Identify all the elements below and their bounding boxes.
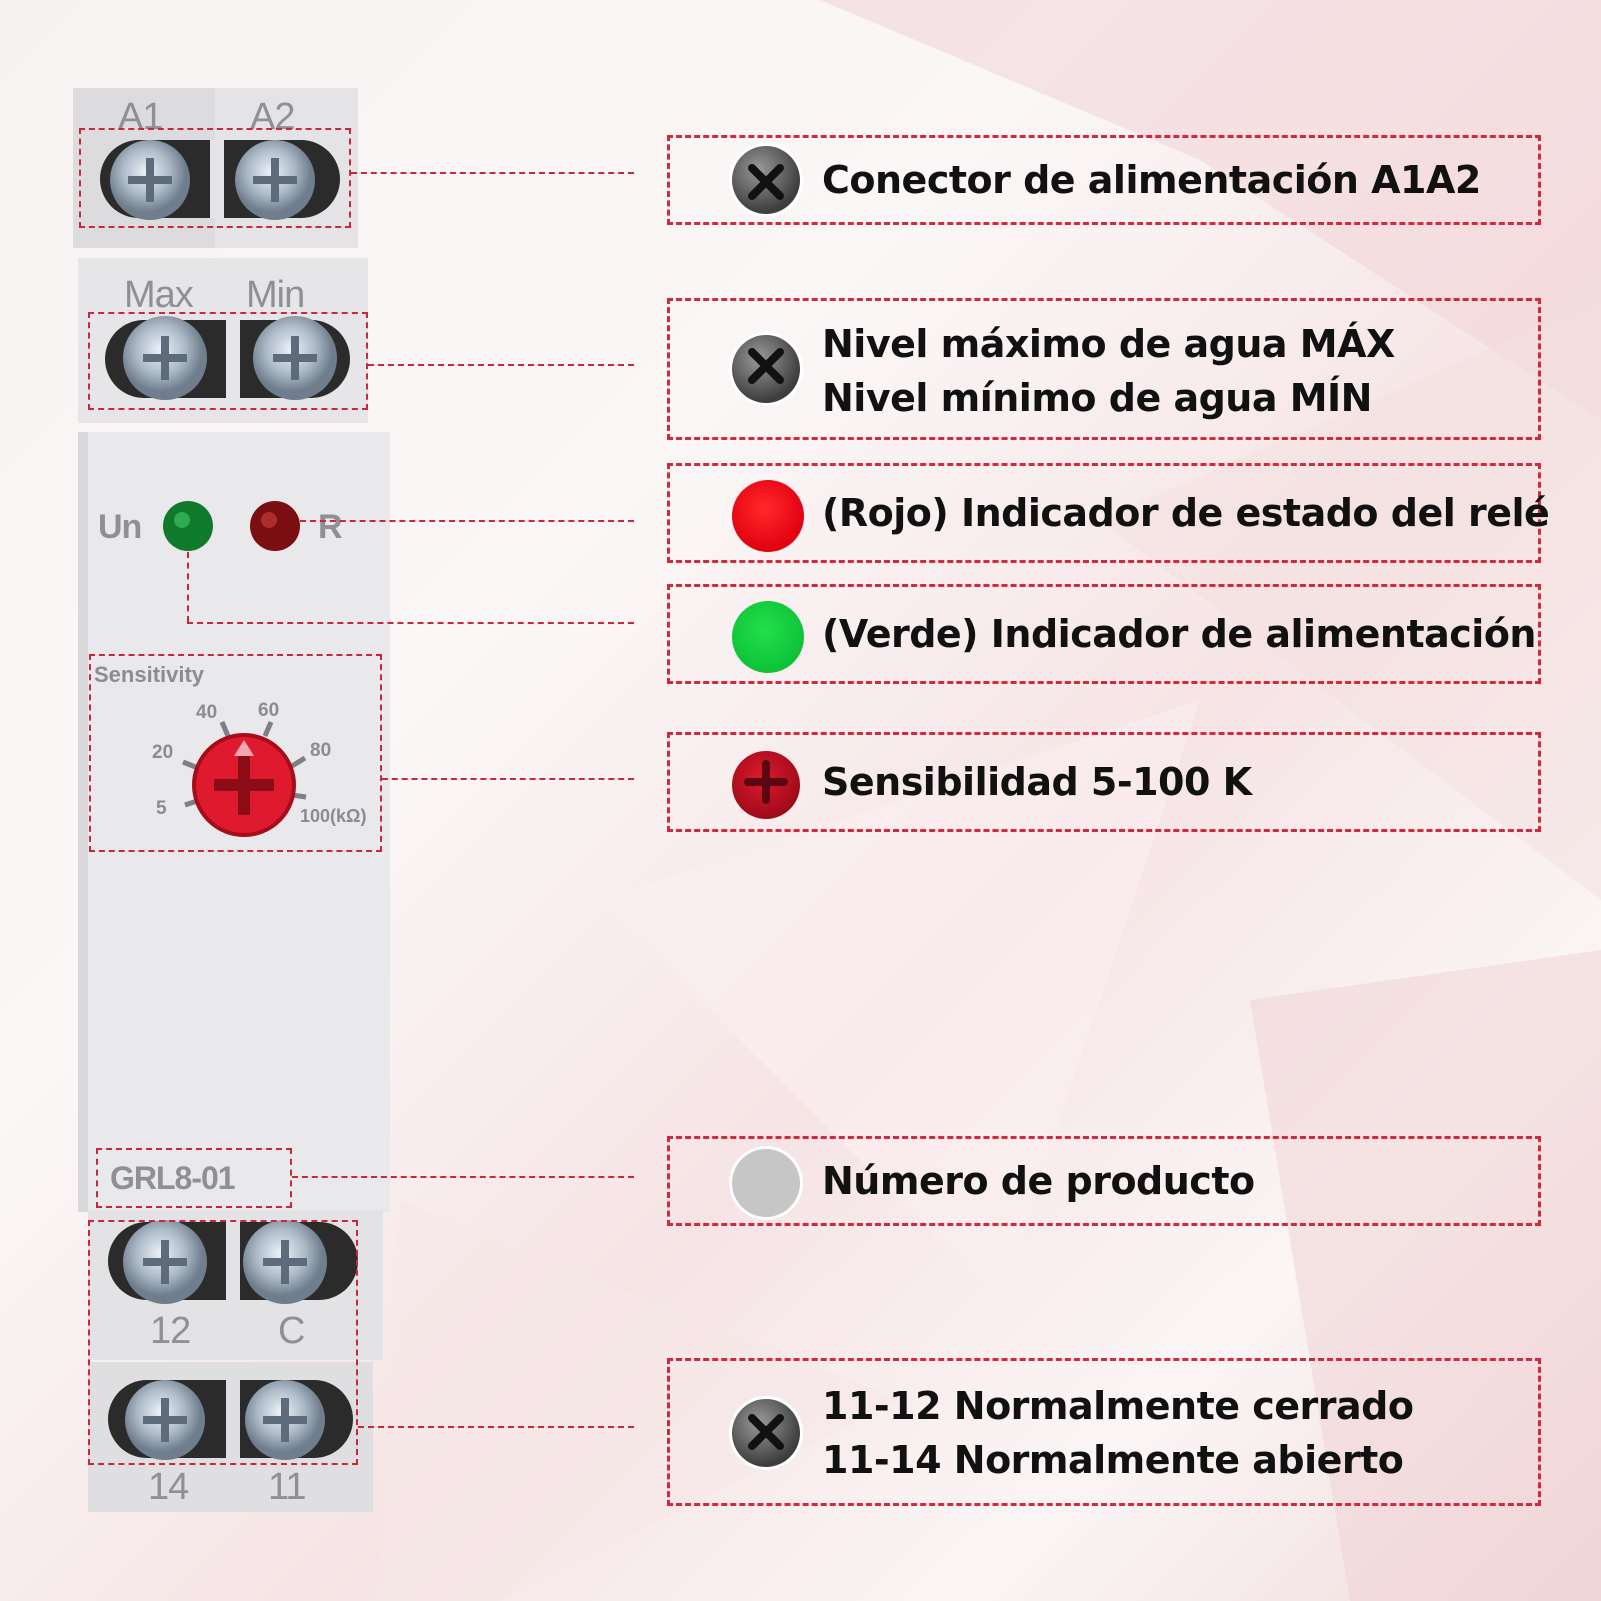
callout-text-line1: 11-12 Normalmente cerrado xyxy=(822,1384,1414,1428)
dial-tick-20: 20 xyxy=(152,742,174,763)
sensitivity-label: Sensitivity xyxy=(94,662,205,687)
dial-tick-40: 40 xyxy=(196,702,218,723)
leader-line-green-led xyxy=(187,622,634,624)
screw-icon xyxy=(732,1399,800,1467)
screw-14-icon[interactable] xyxy=(125,1380,205,1460)
leader-line-red-led xyxy=(300,520,634,522)
callout-text-line1: Nivel máximo de agua MÁX xyxy=(822,322,1395,366)
callout-text: Conector de alimentación A1A2 xyxy=(822,158,1481,202)
callout-text-line2: Nivel mínimo de agua MÍN xyxy=(822,376,1372,420)
dial-tick-100: 100(kΩ) xyxy=(300,806,367,826)
callout-power-connector: Conector de alimentación A1A2 xyxy=(667,135,1541,225)
callout-text: Sensibilidad 5-100 K xyxy=(822,760,1252,804)
callout-output-contacts: 11-12 Normalmente cerrado 11-14 Normalme… xyxy=(667,1358,1541,1506)
dial-tick-5: 5 xyxy=(156,798,167,819)
callout-power-indicator: (Verde) Indicador de alimentación xyxy=(667,584,1541,684)
screw-max-icon[interactable] xyxy=(123,316,207,400)
terminal-label-c: C xyxy=(278,1310,305,1352)
leader-line-sensitivity xyxy=(382,778,634,780)
model-number: GRL8-01 xyxy=(110,1160,236,1196)
callout-relay-status: (Rojo) Indicador de estado del relé xyxy=(667,463,1550,563)
highlight-output-terminals xyxy=(88,1220,358,1465)
callout-text: (Rojo) Indicador de estado del relé xyxy=(822,491,1550,535)
relay-device: A1 A2 Max Min Un R Sensitivity 5 20 40 6… xyxy=(0,0,420,1601)
knob-icon xyxy=(732,751,800,819)
dial-tick-60: 60 xyxy=(258,700,280,721)
terminal-label-14: 14 xyxy=(148,1466,189,1508)
callout-text-line2: 11-14 Normalmente abierto xyxy=(822,1438,1404,1482)
led-label-un: Un xyxy=(98,508,142,546)
screw-12-icon[interactable] xyxy=(123,1220,207,1304)
terminal-label-a2: A2 xyxy=(250,96,295,138)
callout-sensitivity: Sensibilidad 5-100 K xyxy=(667,732,1541,832)
screw-a1-icon[interactable] xyxy=(110,140,190,220)
terminal-screws xyxy=(110,140,337,1460)
red-led-icon xyxy=(732,480,804,552)
green-led-icon xyxy=(163,501,213,551)
highlight-model xyxy=(96,1148,292,1208)
dial-tick-80: 80 xyxy=(310,740,332,761)
callout-water-level: Nivel máximo de agua MÁX Nivel mínimo de… xyxy=(667,298,1541,440)
terminal-label-max: Max xyxy=(124,274,194,316)
green-led-icon xyxy=(732,601,804,673)
leader-line-green-led-vertical xyxy=(187,552,189,622)
grey-dot-icon xyxy=(732,1149,800,1217)
screw-icon xyxy=(732,146,800,214)
screw-icon xyxy=(732,335,800,403)
screw-a2-icon[interactable] xyxy=(235,140,315,220)
highlight-a1a2 xyxy=(79,128,351,228)
led-label-r: R xyxy=(318,508,343,546)
callout-text: Número de producto xyxy=(822,1159,1255,1203)
sensitivity-knob[interactable] xyxy=(192,733,296,837)
leader-line-level xyxy=(368,364,634,366)
leader-line-model xyxy=(292,1176,634,1178)
terminal-label-11: 11 xyxy=(268,1466,306,1508)
screw-11-icon[interactable] xyxy=(245,1380,325,1460)
screw-c-icon[interactable] xyxy=(243,1220,327,1304)
callout-product-number: Número de producto xyxy=(667,1136,1541,1226)
leader-line-outputs xyxy=(358,1426,634,1428)
red-led-icon xyxy=(250,501,300,551)
highlight-max-min xyxy=(88,312,368,410)
callout-text: (Verde) Indicador de alimentación xyxy=(822,612,1536,656)
terminal-label-12: 12 xyxy=(150,1310,191,1352)
terminal-label-a1: A1 xyxy=(118,96,163,138)
highlight-sensitivity xyxy=(89,654,382,852)
leader-line-power xyxy=(351,172,634,174)
terminal-label-min: Min xyxy=(246,274,305,316)
screw-min-icon[interactable] xyxy=(253,316,337,400)
